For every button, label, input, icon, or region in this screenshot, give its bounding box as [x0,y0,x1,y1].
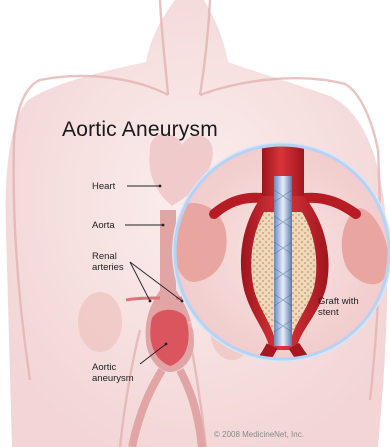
label-renal-arteries: Renal arteries [92,251,124,273]
label-aneurysm-line2: aneurysm [92,373,134,384]
label-renal-line2: arteries [92,262,124,273]
label-aorta: Aorta [92,220,115,231]
label-graft-with-stent: Graft with stent [318,296,359,318]
label-graft-line1: Graft with [318,296,359,307]
label-renal-line1: Renal [92,251,124,262]
label-aortic-aneurysm: Aortic aneurysm [92,362,134,384]
diagram-title: Aortic Aneurysm [62,118,218,142]
copyright-notice: © 2008 MedicineNet, Inc. [214,430,304,439]
lens-stent-graft [274,176,292,346]
label-graft-line2: stent [318,307,359,318]
left-kidney-faint [78,292,122,352]
label-aneurysm-line1: Aortic [92,362,134,373]
label-heart: Heart [92,181,115,192]
